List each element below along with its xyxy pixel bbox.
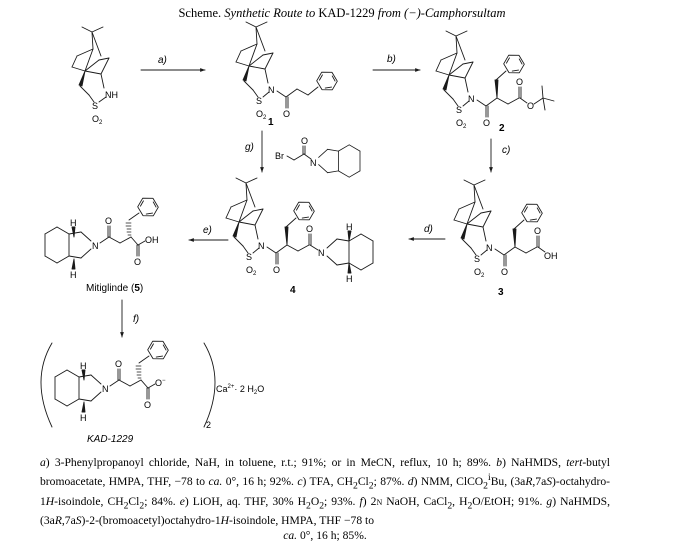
atom-o2: O2 xyxy=(92,114,103,126)
arrow-a-label: a) xyxy=(158,55,167,66)
svg-text:O2: O2 xyxy=(456,118,467,130)
svg-text:O: O xyxy=(273,265,280,275)
compound-2-label: 2 xyxy=(499,123,505,134)
reagent-g-structure: Br O N xyxy=(275,136,361,178)
compound-2-structure: N S O2 O O O xyxy=(435,30,555,130)
svg-text:O: O xyxy=(134,257,141,267)
arrow-c-label: c) xyxy=(502,145,510,156)
title-prefix: Scheme. xyxy=(178,6,222,20)
scheme-title: Scheme. Synthetic Route to KAD-1229 from… xyxy=(0,6,684,21)
svg-text:H: H xyxy=(80,361,87,371)
svg-text:O: O xyxy=(501,267,508,277)
svg-text:O2: O2 xyxy=(256,109,267,121)
svg-text:OH: OH xyxy=(145,235,159,245)
svg-text:O: O xyxy=(115,359,122,369)
svg-text:O: O xyxy=(306,224,313,234)
title-compound: KAD-1229 xyxy=(318,6,375,20)
svg-text:S: S xyxy=(256,96,262,106)
svg-text:O: O xyxy=(283,109,290,119)
scheme-caption: a) 3-Phenylpropanoyl chloride, NaH, in t… xyxy=(40,455,610,544)
svg-text:N: N xyxy=(102,384,109,394)
compound-1-structure: N S O2 O xyxy=(235,21,341,121)
svg-text:N: N xyxy=(92,241,99,251)
compound-1-label: 1 xyxy=(268,117,274,128)
svg-text:N: N xyxy=(486,243,493,253)
atom-nh: NH xyxy=(105,90,118,100)
compound-4-structure: N S O2 O O N H H xyxy=(225,177,374,284)
svg-text:O: O xyxy=(527,101,534,111)
svg-text:N: N xyxy=(310,158,317,168)
caption-conditions: a) 3-Phenylpropanoyl chloride, NaH, in t… xyxy=(40,456,611,528)
svg-text:H: H xyxy=(346,274,353,284)
arrow-e-label: e) xyxy=(203,225,212,236)
arrow-d-label: d) xyxy=(424,224,433,235)
arrow-f-label: f) xyxy=(133,314,139,325)
svg-text:N: N xyxy=(468,94,475,104)
arrow-g-label: g) xyxy=(245,142,254,153)
svg-text:S: S xyxy=(474,254,480,264)
svg-text:O: O xyxy=(516,77,523,87)
svg-text:O: O xyxy=(483,118,490,128)
arrow-b-label: b) xyxy=(387,54,396,65)
kad-1229-label: KAD-1229 xyxy=(87,434,134,445)
compound-3-structure: N S O2 O O OH xyxy=(453,179,558,279)
compound-5-label: Mitiglinde (5) xyxy=(86,283,143,294)
svg-text:O2: O2 xyxy=(246,265,257,277)
svg-text:N: N xyxy=(258,241,265,251)
title-italic-1: Synthetic Route to xyxy=(224,6,316,20)
kad-1229-structure: 2 H H N O O O− Ca2+· 2 H2O xyxy=(40,336,264,445)
atom-s: S xyxy=(92,101,98,111)
svg-text:S: S xyxy=(456,105,462,115)
svg-text:O−: O− xyxy=(155,378,166,388)
svg-text:N: N xyxy=(268,85,275,95)
svg-text:O2: O2 xyxy=(474,267,485,279)
svg-text:S: S xyxy=(246,252,252,262)
compound-3-label: 3 xyxy=(498,287,504,298)
title-italic-2: from (−)-Camphorsultam xyxy=(377,6,506,20)
svg-text:O: O xyxy=(301,136,308,146)
svg-text:O: O xyxy=(144,400,151,410)
mitiglinide-structure: H H N O O OH xyxy=(44,193,162,280)
svg-text:O: O xyxy=(105,216,112,226)
kad-salt: Ca2+· 2 H2O xyxy=(216,384,264,396)
kad-stoich: 2 xyxy=(206,420,211,430)
svg-text:H: H xyxy=(70,270,77,280)
compound-4-label: 4 xyxy=(290,285,296,296)
svg-text:H: H xyxy=(70,218,77,228)
reaction-scheme: NH S O2 a) N S O2 O 1 b) N S O2 O xyxy=(40,21,558,445)
svg-text:H: H xyxy=(80,413,87,423)
camphorsultam-structure: NH S O2 xyxy=(71,26,118,126)
svg-text:O: O xyxy=(534,226,541,236)
caption-last-line: ca. 0°, 16 h; 85%. xyxy=(283,529,367,543)
svg-text:Br: Br xyxy=(275,151,284,161)
svg-text:OH: OH xyxy=(544,251,558,261)
svg-text:H: H xyxy=(346,222,353,232)
svg-text:N: N xyxy=(318,248,325,258)
